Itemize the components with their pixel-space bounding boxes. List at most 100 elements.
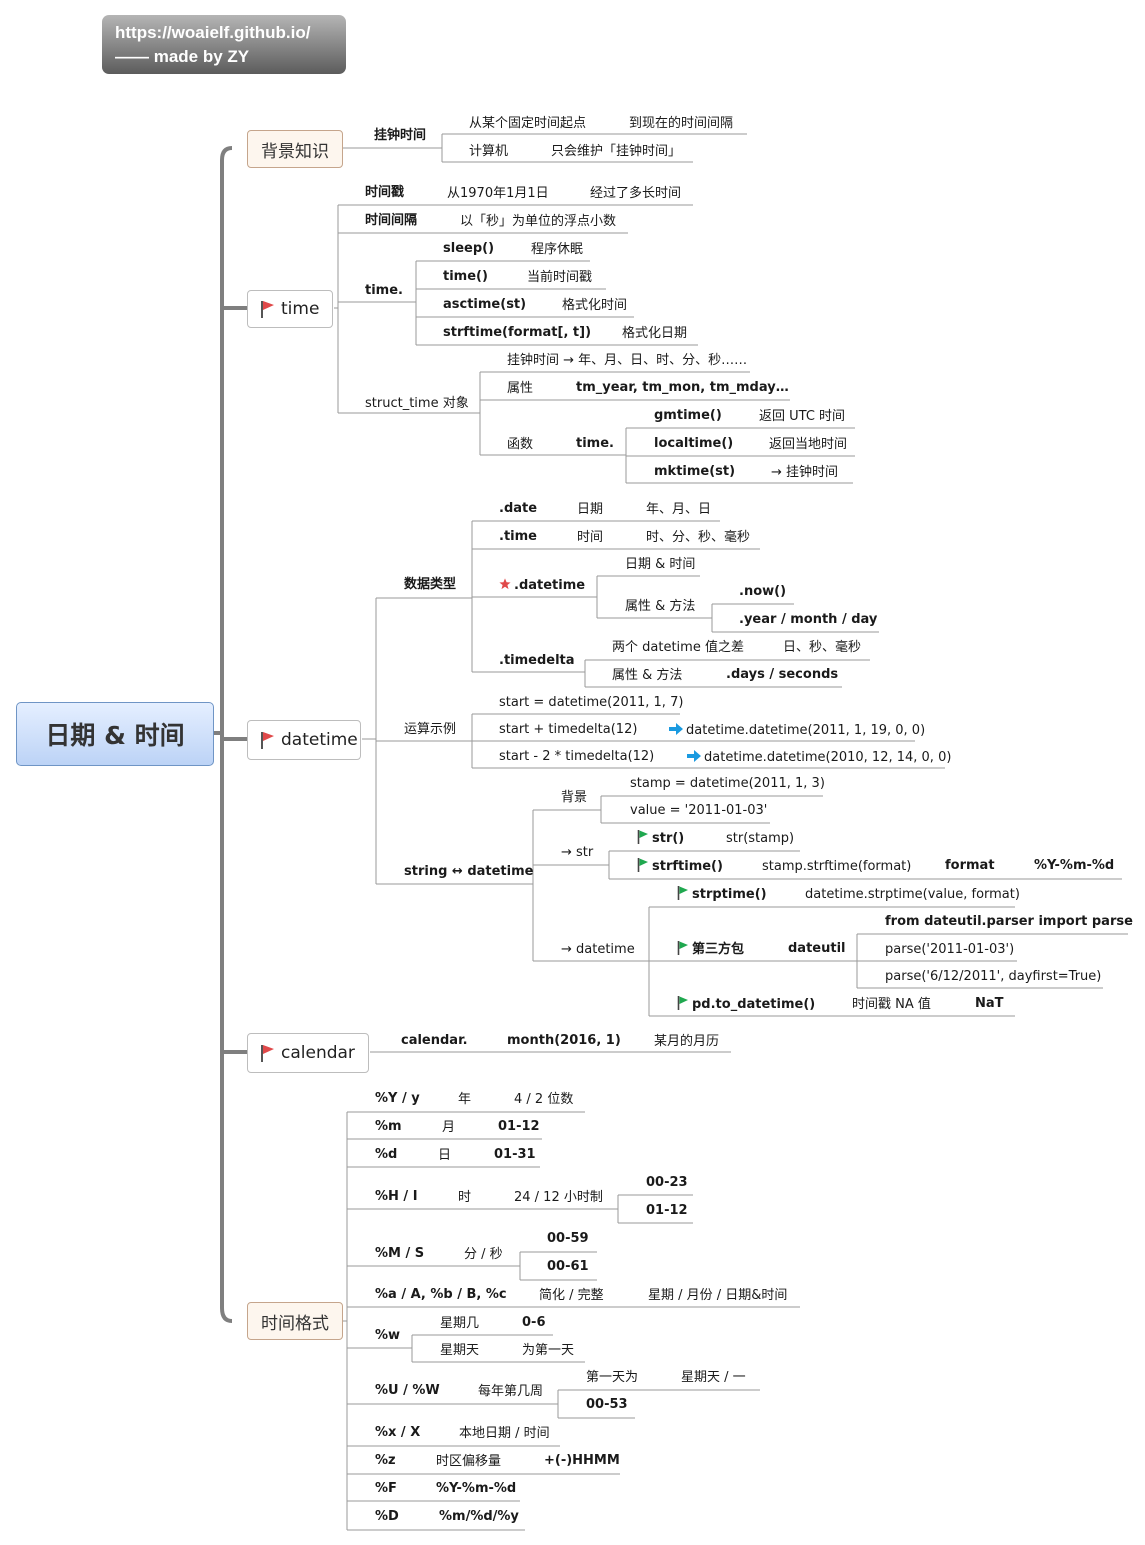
node-parse1[interactable]: parse('2011-01-03') <box>885 942 1015 957</box>
node-calendar-month[interactable]: month(2016, 1) <box>507 1033 621 1048</box>
node-fmt-Y[interactable]: %Y / y <box>375 1091 420 1106</box>
node-td-values[interactable]: .days / seconds <box>726 667 839 682</box>
node-op3[interactable]: start - 2 * timedelta(12) <box>499 749 655 764</box>
node-op1[interactable]: start = datetime(2011, 1, 7) <box>499 695 684 710</box>
node-fmt-z[interactable]: %z <box>375 1453 396 1468</box>
node-format-value[interactable]: %Y-%m-%d <box>1034 858 1115 873</box>
node-struct-time[interactable]: struct_time 对象 <box>365 396 469 411</box>
node-td-units[interactable]: 日、秒、毫秒 <box>783 640 862 655</box>
node-time-desc[interactable]: 时、分、秒、毫秒 <box>646 530 751 545</box>
node-bg-value[interactable]: value = '2011-01-03' <box>630 803 768 818</box>
node-strftime-dt[interactable]: strftime() <box>637 858 723 875</box>
node-fmt-z-value[interactable]: +(-)HHMM <box>544 1453 620 1468</box>
node-gmtime-desc[interactable]: 返回 UTC 时间 <box>759 409 846 424</box>
node-fmt-a-desc[interactable]: 星期 / 月份 / 日期&时间 <box>648 1288 788 1303</box>
node-fmt-m-cn[interactable]: 月 <box>442 1120 456 1135</box>
node-fmt-U[interactable]: %U / %W <box>375 1383 440 1398</box>
node-fmt-U-cn[interactable]: 每年第几周 <box>478 1384 544 1399</box>
node-pd-to-datetime[interactable]: pd.to_datetime() <box>677 996 815 1013</box>
node-to-str[interactable]: → str <box>561 845 594 860</box>
topic-calendar[interactable]: calendar <box>247 1033 369 1073</box>
node-gmtime[interactable]: gmtime() <box>654 408 722 423</box>
node-fmt-x[interactable]: %x / X <box>375 1425 421 1440</box>
node-fmt-M-cn[interactable]: 分 / 秒 <box>464 1247 503 1262</box>
node-interval[interactable]: 时间间隔 <box>365 213 418 228</box>
node-fmt-M[interactable]: %M / S <box>375 1246 425 1261</box>
node-fmt-H-cn[interactable]: 时 <box>458 1190 472 1205</box>
node-time-type[interactable]: .time <box>499 529 537 544</box>
node-func-module[interactable]: time. <box>576 436 614 451</box>
node-str-example[interactable]: str(stamp) <box>726 831 795 846</box>
node-fmt-H-24[interactable]: 00-23 <box>646 1175 688 1190</box>
node-time-desc[interactable]: 当前时间戳 <box>527 270 593 285</box>
node-fmt-S-range[interactable]: 00-61 <box>547 1259 589 1274</box>
node-strptime-example[interactable]: datetime.strptime(value, format) <box>805 887 1020 902</box>
node-datetime-type[interactable]: .datetime <box>499 577 585 594</box>
node-fmt-D[interactable]: %D <box>375 1509 399 1524</box>
node-time-fn[interactable]: time() <box>443 269 488 284</box>
node-computer[interactable]: 计算机 <box>469 144 509 159</box>
node-calendar-desc[interactable]: 某月的月历 <box>654 1034 720 1049</box>
node-asctime[interactable]: asctime(st) <box>443 297 527 312</box>
node-to-now[interactable]: 到现在的时间间隔 <box>629 116 734 131</box>
node-time-module[interactable]: time. <box>365 283 403 298</box>
node-strptime[interactable]: strptime() <box>677 886 767 903</box>
topic-time-format[interactable]: 时间格式 <box>247 1302 343 1340</box>
node-fmt-a[interactable]: %a / A, %b / B, %c <box>375 1287 507 1302</box>
node-ops[interactable]: 运算示例 <box>404 722 457 737</box>
node-fmt-Y-desc[interactable]: 4 / 2 位数 <box>514 1092 574 1107</box>
node-localtime-desc[interactable]: 返回当地时间 <box>769 437 848 452</box>
node-fmt-Y-cn[interactable]: 年 <box>458 1092 472 1107</box>
node-asctime-desc[interactable]: 格式化时间 <box>562 298 628 313</box>
node-fmt-d-cn[interactable]: 日 <box>438 1148 452 1163</box>
node-dt-attr[interactable]: 属性 & 方法 <box>625 599 696 614</box>
node-td-attr[interactable]: 属性 & 方法 <box>612 668 683 683</box>
node-timestamp[interactable]: 时间戳 <box>365 185 405 200</box>
node-attr[interactable]: 属性 <box>507 381 534 396</box>
root-node[interactable]: 日期 & 时间 <box>16 702 214 766</box>
node-to-datetime[interactable]: → datetime <box>561 942 635 957</box>
node-dt-cn[interactable]: 日期 & 时间 <box>625 557 696 572</box>
node-str[interactable]: str() <box>637 830 684 847</box>
node-fmt-w-week[interactable]: 星期几 <box>440 1316 480 1331</box>
node-fmt-w-range[interactable]: 0-6 <box>522 1315 546 1330</box>
node-interval-desc[interactable]: 以「秒」为单位的浮点小数 <box>460 214 617 229</box>
node-fmt-z-cn[interactable]: 时区偏移量 <box>436 1454 502 1469</box>
node-fmt-d[interactable]: %d <box>375 1147 398 1162</box>
node-format[interactable]: format <box>945 858 995 873</box>
node-import-parse[interactable]: from dateutil.parser import parse <box>885 914 1133 929</box>
node-only-wall[interactable]: 只会维护「挂钟时间」 <box>551 144 682 159</box>
node-timestamp-from[interactable]: 从1970年1月1日 <box>447 186 549 201</box>
node-now[interactable]: .now() <box>739 584 787 599</box>
node-fmt-F-value[interactable]: %Y-%m-%d <box>436 1481 517 1496</box>
node-strftime-example[interactable]: stamp.strftime(format) <box>762 859 912 874</box>
topic-time[interactable]: time <box>247 290 333 328</box>
node-time-cn[interactable]: 时间 <box>577 530 604 545</box>
node-from-origin[interactable]: 从某个固定时间起点 <box>469 116 587 131</box>
node-fmt-U-first[interactable]: 第一天为 <box>586 1370 639 1385</box>
node-localtime[interactable]: localtime() <box>654 436 734 451</box>
topic-background[interactable]: 背景知识 <box>247 130 343 168</box>
node-op2[interactable]: start + timedelta(12) <box>499 722 638 737</box>
node-conversion[interactable]: string ↔ datetime <box>404 864 534 879</box>
node-date-cn[interactable]: 日期 <box>577 502 604 517</box>
node-fmt-a-cn[interactable]: 简化 / 完整 <box>539 1288 604 1303</box>
node-timestamp-desc[interactable]: 经过了多长时间 <box>590 186 682 201</box>
node-wall-to-fields[interactable]: 挂钟时间 → 年、月、日、时、分、秒…… <box>507 353 748 368</box>
node-bg-stamp[interactable]: stamp = datetime(2011, 1, 3) <box>630 776 825 791</box>
node-fmt-w[interactable]: %w <box>375 1328 401 1343</box>
node-fmt-m-range[interactable]: 01-12 <box>498 1119 540 1134</box>
node-fmt-w-first[interactable]: 为第一天 <box>522 1343 575 1358</box>
node-date-desc[interactable]: 年、月、日 <box>646 502 712 517</box>
node-op2-result[interactable]: datetime.datetime(2011, 1, 19, 0, 0) <box>669 722 925 739</box>
node-fmt-x-cn[interactable]: 本地日期 / 时间 <box>459 1426 550 1441</box>
node-td-diff[interactable]: 两个 datetime 值之差 <box>612 640 744 655</box>
node-fmt-D-value[interactable]: %m/%d/%y <box>439 1509 519 1524</box>
node-parse2[interactable]: parse('6/12/2011', dayfirst=True) <box>885 969 1102 984</box>
node-fmt-H-desc[interactable]: 24 / 12 小时制 <box>514 1190 603 1205</box>
node-fmt-w-sun[interactable]: 星期天 <box>440 1343 480 1358</box>
node-mktime-desc[interactable]: → 挂钟时间 <box>771 465 839 480</box>
node-sleep-desc[interactable]: 程序休眠 <box>531 242 584 257</box>
node-nat[interactable]: NaT <box>975 996 1004 1011</box>
node-sleep[interactable]: sleep() <box>443 241 495 256</box>
